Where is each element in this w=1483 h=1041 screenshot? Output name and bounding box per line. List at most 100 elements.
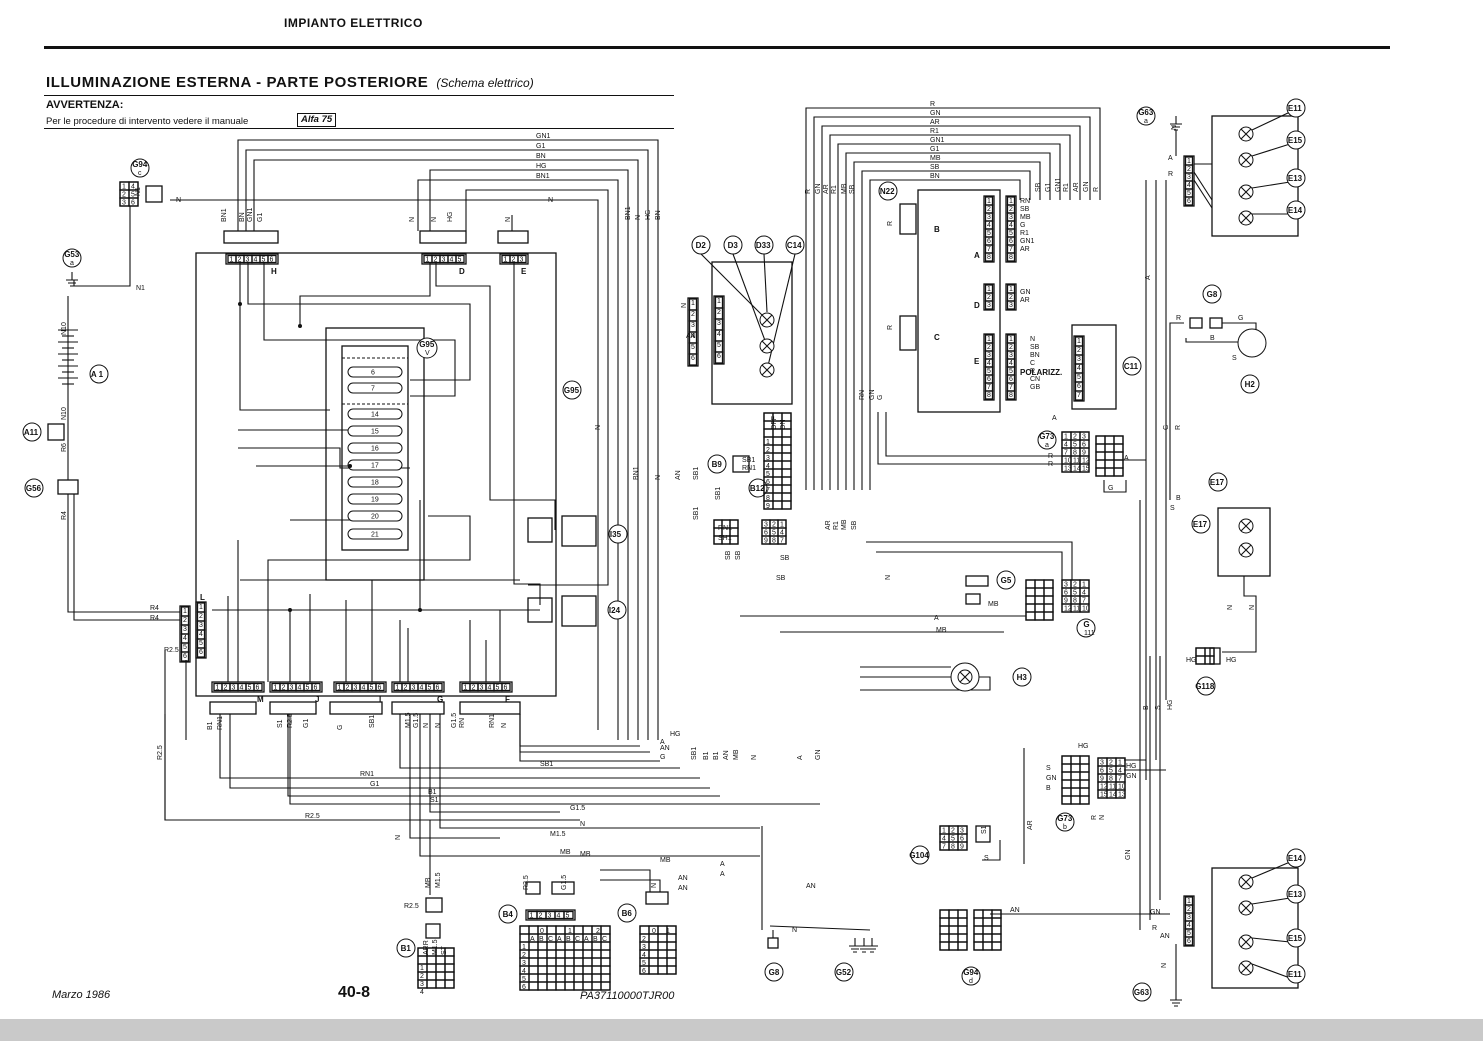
wire-marker: A [720, 861, 725, 868]
bottom-wire-label: G1.5 [570, 805, 585, 812]
g94d-bubble [961, 966, 981, 986]
connector-l-body [195, 601, 207, 659]
g111-connector-cell-label: 3 [1064, 582, 1068, 589]
c11-module [1071, 324, 1117, 410]
fuse-number: 14 [371, 412, 379, 419]
g53a-sublabel: a [70, 260, 74, 267]
g94d-connector-cell [939, 925, 950, 935]
junction-dot [288, 608, 292, 612]
wire-marker: N [792, 927, 797, 934]
connector-h-pin-number: 3 [246, 257, 250, 264]
g73b-connector-cell [1061, 779, 1072, 789]
wire-marker: G [1163, 425, 1170, 430]
b12-connector-b-cell-label: 3 [764, 522, 768, 529]
b4-switch-table-cell [600, 949, 611, 959]
g8-bubble [764, 962, 784, 982]
lamp-lead [766, 253, 796, 371]
g118-connector-cell [1195, 655, 1206, 665]
b4-switch-table-cell [564, 949, 575, 959]
bottom-wire-label: MB [560, 849, 571, 856]
b4-switch-table-cell [582, 957, 593, 967]
b6-switch-table-cell [666, 957, 677, 967]
ground-wire-n [170, 199, 599, 730]
connector-e-letter: E [521, 267, 527, 276]
switch-table-c14-cell [772, 468, 783, 478]
connector-h-pin [267, 254, 277, 264]
instrument-connector-pin-number: 5 [717, 342, 721, 349]
connector-j-pin-number: 4 [298, 685, 302, 692]
wire-marker: R1 [833, 521, 840, 530]
g73b-connector-cell [1061, 787, 1072, 797]
switch-table-header: ON [780, 420, 787, 431]
g94c-bubble [130, 158, 150, 178]
rear-left-connector-pin [1184, 936, 1194, 946]
unit-connector-a-pin-number: 5 [987, 230, 991, 237]
b6-col-header: 0 [652, 928, 656, 935]
unit-e-pin-label: BN [1030, 352, 1040, 359]
wire-marker: BN1 [633, 466, 640, 480]
connector-g94c-cell-label: 1 [122, 184, 126, 191]
junction-dot [348, 464, 352, 468]
wire-marker: SB [780, 555, 790, 562]
g111-connector-cell-label: 8 [1073, 598, 1077, 605]
g63a-label: G63 [1138, 108, 1154, 117]
module-trace [299, 263, 431, 326]
g118-label: G118 [1195, 682, 1215, 691]
connector-l-pin-number: 2 [199, 613, 203, 620]
unit-a-pin-label: GN1 [1020, 238, 1035, 245]
b4-switch-table-cell [600, 973, 611, 983]
b4-switch-table-cell [555, 965, 566, 975]
wire-marker: AN [723, 750, 730, 760]
b4-pins-body [525, 909, 576, 921]
b4-switch-table-cell [546, 973, 557, 983]
bottom-wire-label: A [660, 739, 665, 746]
wire-marker: G [1108, 485, 1113, 492]
connector-f-pin-number: 6 [504, 685, 508, 692]
unit-connector-e-pin-number: 3 [987, 352, 991, 359]
b4-col-header: 0 [540, 928, 544, 935]
wire-marker: BN1 [221, 208, 228, 222]
b4-row-label: 2 [522, 952, 526, 959]
g73b-mate-cell-label: 6 [1100, 768, 1104, 775]
connector-g94c-cell-label: 2 [122, 192, 126, 199]
wire-marker: N [651, 883, 658, 888]
unit-connector-a-pin-number: 4 [987, 222, 991, 229]
bottom-harness-wire [219, 714, 700, 779]
lamp-right-E14-filament [1240, 212, 1252, 224]
connector-m-letter: M [257, 695, 264, 704]
b12-connector-b-cell-label: 5 [772, 530, 776, 537]
unit-a-pin-label: RN [1020, 198, 1030, 205]
connector-g-pin-number: 2 [404, 685, 408, 692]
b12-connector-b-cell-label: 1 [780, 522, 784, 529]
b4-switch-table-cell [555, 981, 566, 991]
wire-marker: A [934, 615, 939, 622]
rear-right-connector-pin [1184, 196, 1194, 206]
fuse-number: 19 [371, 497, 379, 504]
g73b-mate-cell-label: 4 [1118, 768, 1122, 775]
rear-right-connector-pin-number: 1 [1187, 158, 1191, 165]
instrument-connector-pin-number: 4 [717, 331, 721, 338]
wire-marker: R2.5 [164, 647, 179, 654]
top-right-wire-label: R1 [930, 128, 939, 135]
g111-connector-cell-label: 7 [1082, 598, 1086, 605]
wire-marker: N1 [136, 285, 145, 292]
wire-marker: GN [1020, 289, 1031, 296]
b4-switch-table-cell [573, 981, 584, 991]
wire-marker: M1.5 [405, 712, 412, 728]
connector-e-pin [517, 254, 527, 264]
lamp-callout [1251, 181, 1291, 189]
connector-g94c-cell-label: 3 [122, 200, 126, 207]
plate-lamp-outline [1217, 507, 1271, 577]
g94c-sublabel: c [138, 170, 142, 177]
lamp-right-E14-bubble [1286, 200, 1306, 220]
warning-label: AVVERTENZA: [46, 99, 124, 111]
b9-bubble [707, 454, 727, 474]
n22-connector-c [899, 315, 917, 351]
g111-connector-cell-label: 1 [1082, 582, 1086, 589]
b6-switch-table-cell [657, 949, 668, 959]
wire-n2 [465, 189, 609, 586]
b6-switch-table-cell [666, 965, 677, 975]
b4-row-label: 1 [522, 944, 526, 951]
unit-harness-a-body [1005, 195, 1017, 263]
g94d-mate-body [973, 909, 1002, 951]
